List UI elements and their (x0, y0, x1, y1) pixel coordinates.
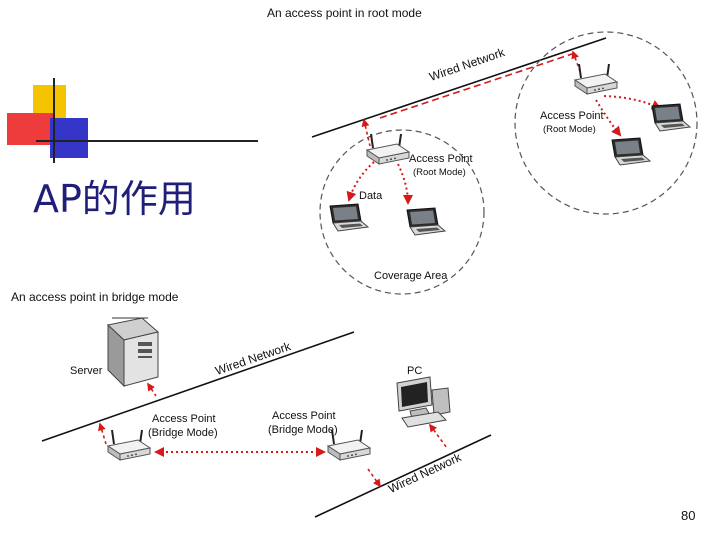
coverage-circle-right (514, 31, 698, 215)
root-ap-right-label: Access Point (540, 110, 604, 122)
root-ap-right-mode: (Root Mode) (543, 124, 596, 135)
root-laptop-1-icon (329, 203, 369, 232)
root-mode-section (311, 31, 698, 295)
root-ap-right-icon (574, 63, 618, 95)
root-laptop-4-icon (611, 137, 651, 166)
slide-title: AP的作用 (33, 177, 196, 221)
bridge-wired-network-line-top (41, 331, 355, 442)
data-label: Data (359, 190, 383, 202)
bridge-ap-left-label: Access Point (152, 413, 216, 425)
root-ap-left-mode: (Root Mode) (413, 167, 466, 178)
root-ap-left-icon (366, 133, 410, 165)
bridge-mode-section (41, 317, 492, 518)
bridge-ap-left-icon (107, 429, 151, 461)
bridge-ap-right-mode: (Bridge Mode) (268, 424, 338, 436)
coverage-circle-left (319, 129, 485, 295)
coverage-area-label: Coverage Area (374, 270, 448, 282)
bridge-ap-right-label: Access Point (272, 410, 336, 422)
root-wired-link (379, 51, 579, 119)
bridge-ap-left-mode: (Bridge Mode) (148, 427, 218, 439)
page-number: 80 (681, 508, 696, 523)
root-mode-heading: An access point in root mode (267, 6, 422, 20)
pc-label: PC (407, 365, 423, 377)
root-wired-network-line (311, 37, 607, 138)
root-laptop-3-icon (651, 103, 691, 132)
pc-icon (396, 376, 451, 428)
server-label: Server (70, 365, 103, 377)
root-ap-left-label: Access Point (409, 153, 473, 165)
title-decoration (7, 78, 258, 163)
bridge-wired-network-line-bottom (314, 434, 492, 518)
server-icon (106, 317, 160, 388)
bridge-mode-heading: An access point in bridge mode (11, 290, 179, 304)
root-laptop-2-icon (406, 207, 446, 236)
